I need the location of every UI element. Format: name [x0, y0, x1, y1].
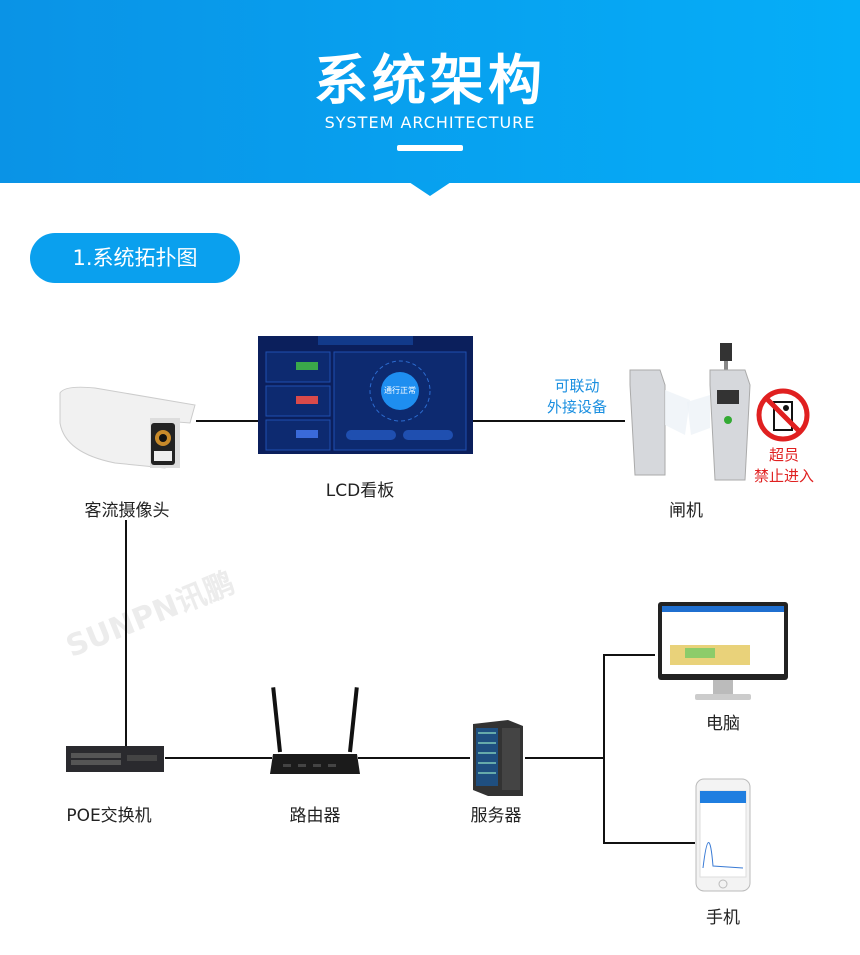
link-hub-phone [603, 842, 695, 844]
computer-label: 电脑 [706, 714, 740, 734]
link-hub-computer [603, 654, 655, 656]
lcd-status-text: 通行正常 [384, 386, 416, 395]
banner-pointer [409, 182, 451, 196]
watermark: SUNPN讯鹏 [61, 565, 240, 665]
computer-icon [658, 602, 788, 700]
turnstile-gate-icon [629, 343, 751, 481]
link-note-line2: 外接设备 [546, 398, 607, 416]
warning-line2: 禁止进入 [753, 467, 814, 485]
link-router-server [358, 757, 470, 759]
page-title: 系统架构 [314, 49, 546, 112]
link-camera-lcd [196, 420, 258, 422]
no-entry-icon [756, 388, 810, 442]
link-note-line1: 可联动 [554, 377, 600, 395]
link-camera-poe [125, 520, 127, 746]
phone-icon [695, 778, 751, 892]
warning-text: 超员禁止进入 [744, 445, 824, 487]
router-label: 路由器 [289, 806, 341, 826]
header-banner [0, 0, 860, 183]
poe-label: POE交换机 [66, 806, 152, 826]
server-icon [473, 720, 523, 796]
gate-label: 闸机 [669, 501, 703, 521]
link-poe-router [165, 757, 272, 759]
link-hub-vertical [603, 654, 605, 843]
poe-switch-icon [66, 746, 164, 772]
server-label: 服务器 [470, 806, 522, 826]
section-label: 1.系统拓扑图 [30, 233, 240, 283]
phone-label: 手机 [706, 908, 740, 928]
camera-icon [59, 386, 196, 469]
title-divider [397, 145, 463, 151]
lcd-board-icon [258, 336, 473, 454]
warning-line1: 超员 [768, 446, 799, 464]
link-server-hub [525, 757, 604, 759]
camera-label: 客流摄像头 [84, 501, 170, 521]
page-subtitle: SYSTEM ARCHITECTURE [324, 113, 536, 132]
router-icon [270, 687, 360, 774]
lcd-label: LCD看板 [325, 481, 395, 501]
link-note: 可联动外接设备 [532, 376, 622, 418]
link-lcd-gate [473, 420, 625, 422]
